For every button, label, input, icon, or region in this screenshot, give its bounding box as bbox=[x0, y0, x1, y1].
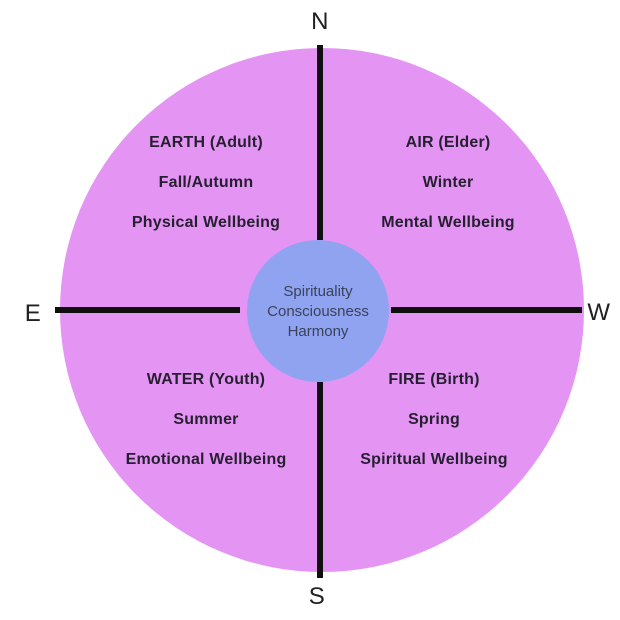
quadrant-fire-wellbeing: Spiritual Wellbeing bbox=[360, 451, 508, 468]
center-text-line2: Consciousness bbox=[267, 303, 369, 320]
quadrant-air-wellbeing: Mental Wellbeing bbox=[381, 214, 515, 231]
compass-label-east: E bbox=[24, 300, 42, 327]
quadrant-earth: EARTH (Adult) Fall/Autumn Physical Wellb… bbox=[132, 133, 280, 233]
quadrant-fire: FIRE (Birth) Spring Spiritual Wellbeing bbox=[360, 370, 508, 470]
compass-label-north: N bbox=[311, 8, 329, 35]
quadrant-earth-element: EARTH (Adult) bbox=[149, 134, 263, 151]
quadrant-water-element: WATER (Youth) bbox=[146, 371, 266, 388]
quadrant-earth-season: Fall/Autumn bbox=[158, 174, 254, 191]
quadrant-earth-wellbeing: Physical Wellbeing bbox=[131, 214, 281, 231]
center-circle-text: Spirituality Consciousness Harmony bbox=[267, 282, 369, 342]
center-text-line1: Spirituality bbox=[283, 283, 353, 300]
quadrant-fire-season: Spring bbox=[408, 411, 460, 428]
quadrant-air-element: AIR (Elder) bbox=[405, 134, 491, 151]
quadrant-water: WATER (Youth) Summer Emotional Wellbeing bbox=[126, 370, 287, 470]
quadrant-fire-element: FIRE (Birth) bbox=[388, 371, 480, 388]
quadrant-air-season: Winter bbox=[422, 174, 474, 191]
center-text-line3: Harmony bbox=[287, 323, 349, 340]
compass-label-south: S bbox=[308, 583, 326, 610]
center-circle bbox=[247, 240, 389, 382]
quadrant-water-season: Summer bbox=[173, 411, 239, 428]
quadrant-water-wellbeing: Emotional Wellbeing bbox=[125, 451, 287, 468]
quadrant-air: AIR (Elder) Winter Mental Wellbeing bbox=[381, 133, 515, 233]
compass-label-west: W bbox=[587, 299, 611, 326]
